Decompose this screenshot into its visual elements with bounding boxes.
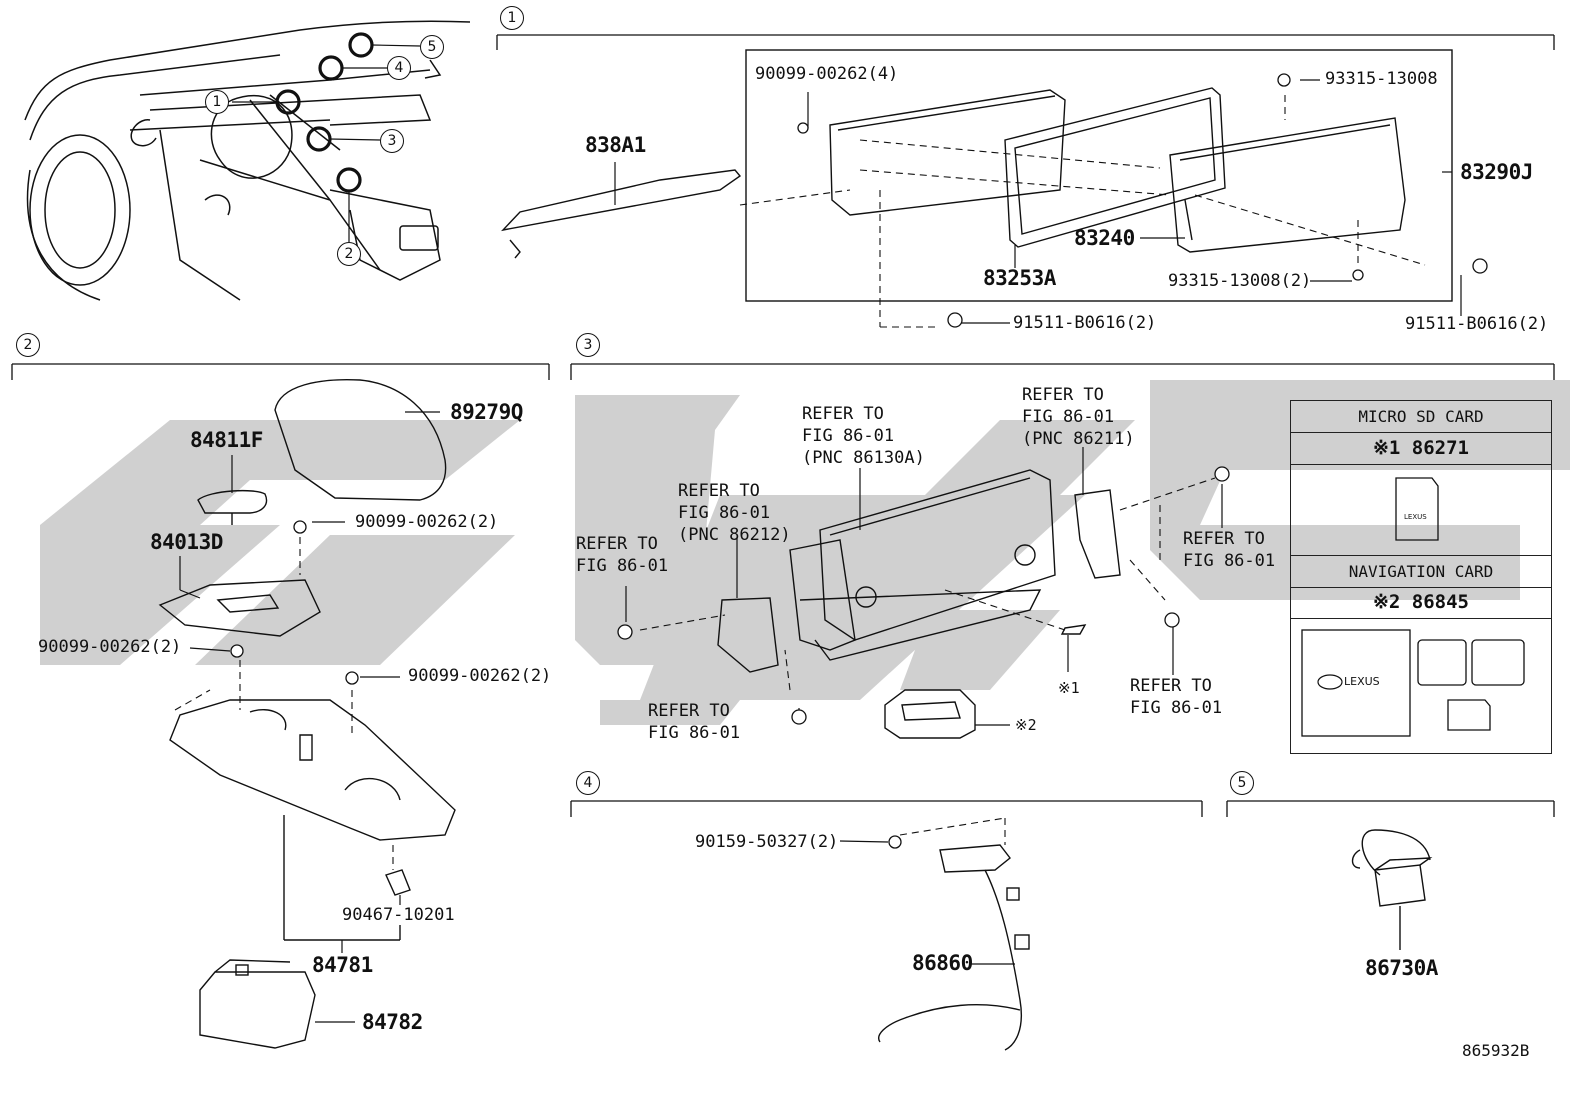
part-label-91511-B0616-b: 91511-B0616(2) — [1405, 314, 1549, 334]
part-label-90467-10201: 90467-10201 — [342, 905, 455, 925]
part-label-83290J: 83290J — [1460, 160, 1533, 184]
brand-logo-text-sd: LEXUS — [1404, 513, 1427, 521]
overview-callout-3: 3 — [380, 129, 404, 153]
diagram-id: 865932B — [1462, 1041, 1530, 1060]
part-label-91511-B0616-a: 91511-B0616(2) — [1013, 313, 1157, 333]
section-4-marker: 4 — [576, 771, 600, 795]
part-label-90159-50327: 90159-50327(2) — [695, 832, 839, 852]
refer-label-left: REFER TO FIG 86-01 — [576, 534, 669, 576]
antenna-parts — [878, 844, 1030, 1051]
part-label-84013D: 84013D — [150, 530, 223, 554]
overview-callout-5: 5 — [420, 35, 444, 59]
section-5-marker: 5 — [1230, 771, 1254, 795]
refer-label-86212: REFER TO FIG 86-01 (PNC 86212) — [678, 481, 791, 545]
refer-label-right-top: REFER TO FIG 86-01 — [1183, 529, 1276, 571]
nav-card-title: NAVIGATION CARD — [1291, 555, 1551, 588]
section-2-marker: 2 — [16, 333, 40, 357]
part-label-90099-00262-2c: 90099-00262(2) — [408, 666, 552, 686]
part-label-84781: 84781 — [312, 953, 373, 977]
part-label-84811F: 84811F — [190, 428, 263, 452]
card-artwork — [1301, 477, 1525, 737]
part-label-93315-13008: 93315-13008 — [1325, 69, 1438, 89]
part-label-90099-00262-2b: 90099-00262(2) — [38, 637, 182, 657]
part-label-83253A: 83253A — [983, 266, 1056, 290]
module-parts — [1351, 829, 1433, 950]
overview-callout-2: 2 — [337, 242, 361, 266]
part-label-90099-00262-2a: 90099-00262(2) — [355, 512, 499, 532]
watermark — [40, 380, 1570, 725]
part-label-86730A: 86730A — [1365, 956, 1438, 980]
section-3-marker: 3 — [576, 333, 600, 357]
part-label-89279Q: 89279Q — [450, 400, 523, 424]
part-label-83240: 83240 — [1074, 226, 1135, 250]
overview-callout-1: 1 — [205, 90, 229, 114]
micro-sd-part: ※1 86271 — [1291, 433, 1551, 465]
part-label-838A1: 838A1 — [585, 133, 646, 157]
refer-label-bottom-right: REFER TO FIG 86-01 — [1130, 676, 1223, 718]
car-interior-sketch — [24, 20, 471, 301]
part-label-93315-13008-2: 93315-13008(2) — [1168, 271, 1312, 291]
micro-sd-title: MICRO SD CARD — [1291, 401, 1551, 433]
audio-parts — [717, 469, 1121, 739]
note-2-label: ※2 — [1015, 716, 1037, 734]
note-1-label: ※1 — [1058, 679, 1080, 697]
part-label-86860: 86860 — [912, 951, 973, 975]
part-label-84782: 84782 — [362, 1010, 423, 1034]
brand-logo-text: LEXUS — [1344, 675, 1380, 688]
overview-callout-circles — [275, 32, 374, 193]
nav-card-part: ※2 86845 — [1291, 587, 1551, 619]
refer-label-bottom-left: REFER TO FIG 86-01 — [648, 701, 741, 743]
card-panel: MICRO SD CARD ※1 86271 NAVIGATION CARD ※… — [1290, 400, 1552, 754]
refer-label-86211: REFER TO FIG 86-01 (PNC 86211) — [1022, 385, 1135, 449]
section-1-marker: 1 — [500, 6, 524, 30]
refer-label-86130A: REFER TO FIG 86-01 (PNC 86130A) — [802, 404, 925, 468]
overview-callout-4: 4 — [387, 56, 411, 80]
display-parts — [501, 49, 1453, 302]
part-label-90099-00262-4: 90099-00262(4) — [755, 64, 899, 84]
